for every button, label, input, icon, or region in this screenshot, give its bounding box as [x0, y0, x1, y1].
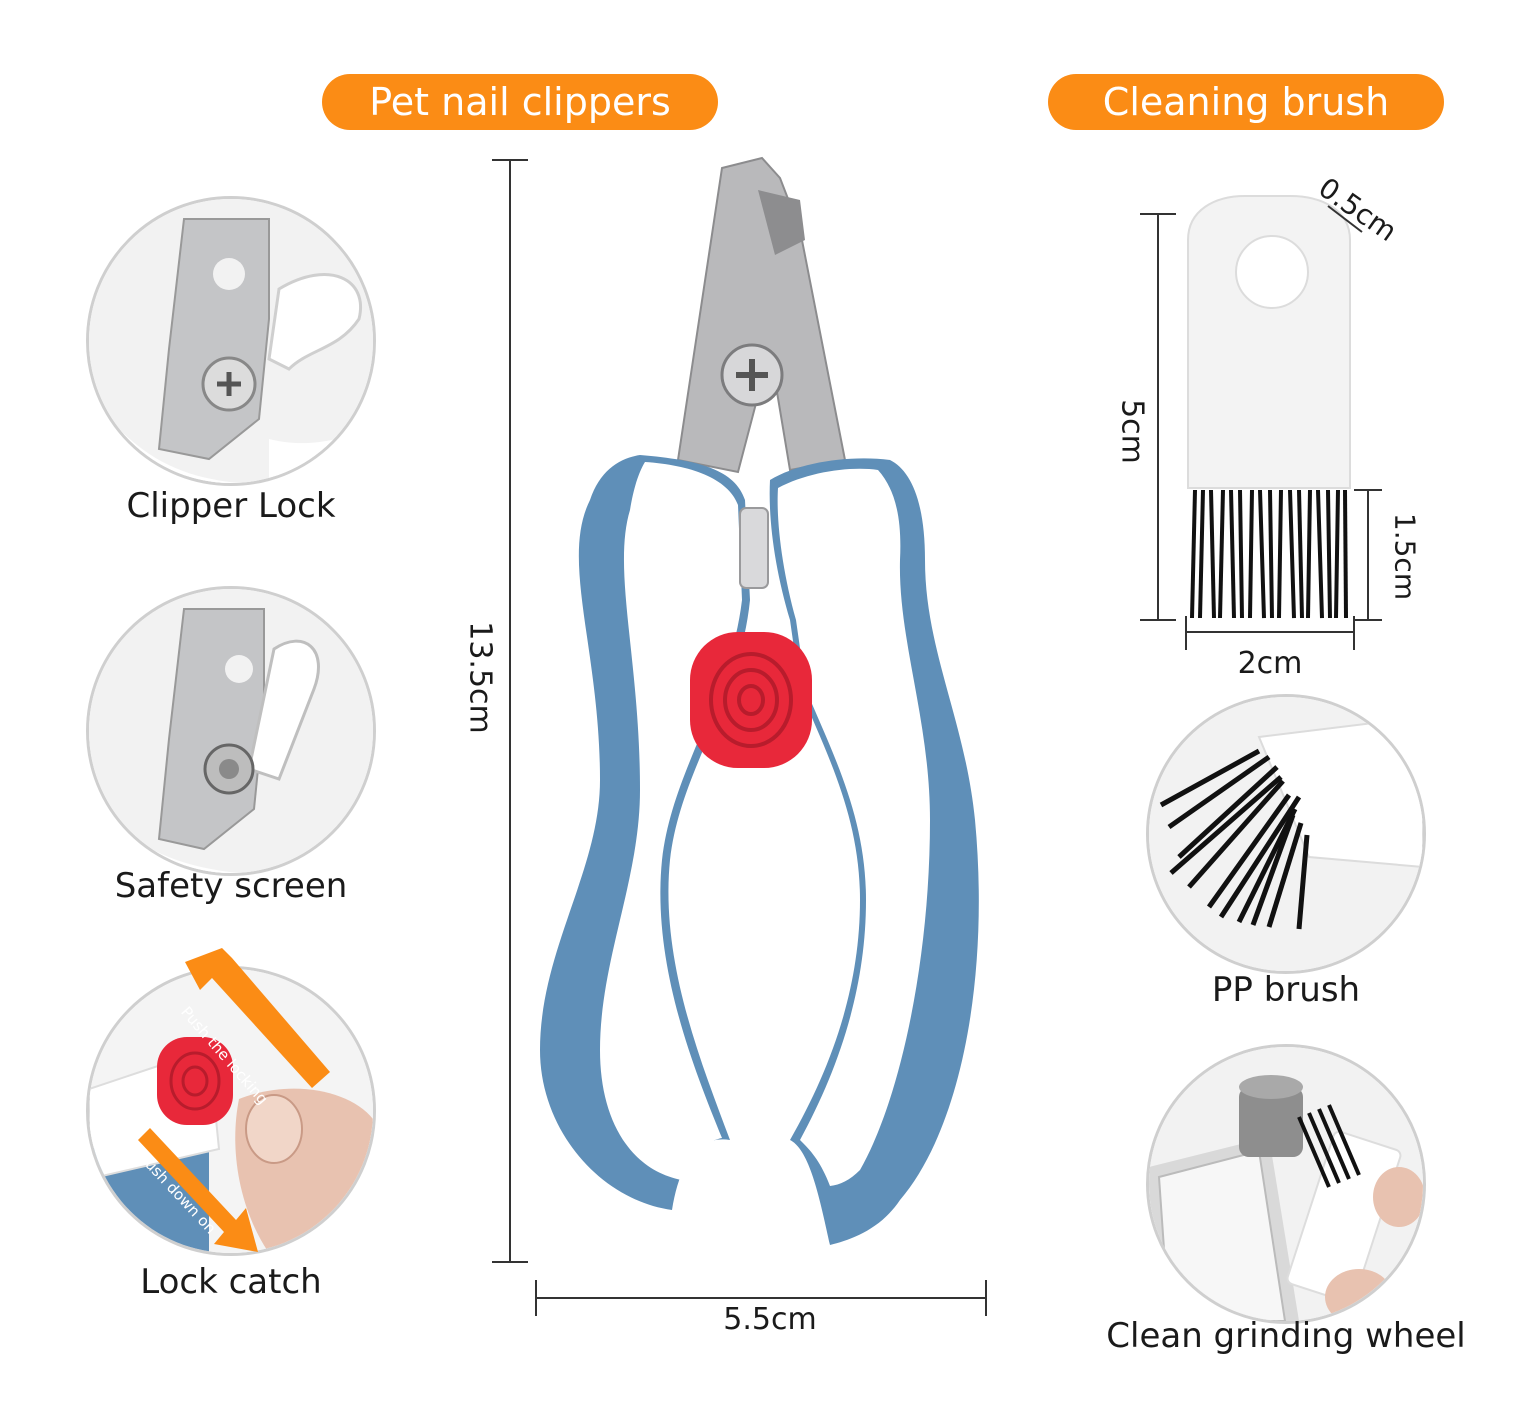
lock-catch-icon — [89, 969, 373, 1253]
pp-brush-image — [1146, 694, 1426, 974]
brush-bristle-label: 1.5cm — [1388, 512, 1422, 601]
pp-brush-caption: PP brush — [1211, 970, 1361, 1010]
push-locking-arrow — [185, 948, 330, 1088]
grinding-wheel-image — [1146, 1044, 1426, 1324]
header-left-label: Pet nail clippers — [369, 80, 671, 124]
pp-brush-icon — [1149, 697, 1423, 971]
clipper-lock-caption: Clipper Lock — [126, 486, 336, 526]
lock-catch-image — [86, 966, 376, 1256]
safety-screen-icon — [89, 589, 373, 873]
push-down-arrow — [138, 1128, 258, 1252]
grinding-wheel-caption: Clean grinding wheel — [1106, 1316, 1466, 1356]
lock-catch-caption: Lock catch — [140, 1262, 322, 1302]
safety-screen-caption: Safety screen — [114, 866, 348, 906]
clipper-width-label: 5.5cm — [723, 1302, 817, 1337]
grinding-wheel-icon — [1149, 1047, 1423, 1321]
brush-width-label: 2cm — [1237, 646, 1303, 681]
safety-screen-image — [86, 586, 376, 876]
brush-height-label: 5cm — [1114, 399, 1150, 464]
brush-bristles — [1190, 489, 1348, 619]
header-pill-right: Cleaning brush — [1048, 74, 1444, 130]
header-right-label: Cleaning brush — [1102, 80, 1390, 124]
header-pill-left: Pet nail clippers — [322, 74, 718, 130]
